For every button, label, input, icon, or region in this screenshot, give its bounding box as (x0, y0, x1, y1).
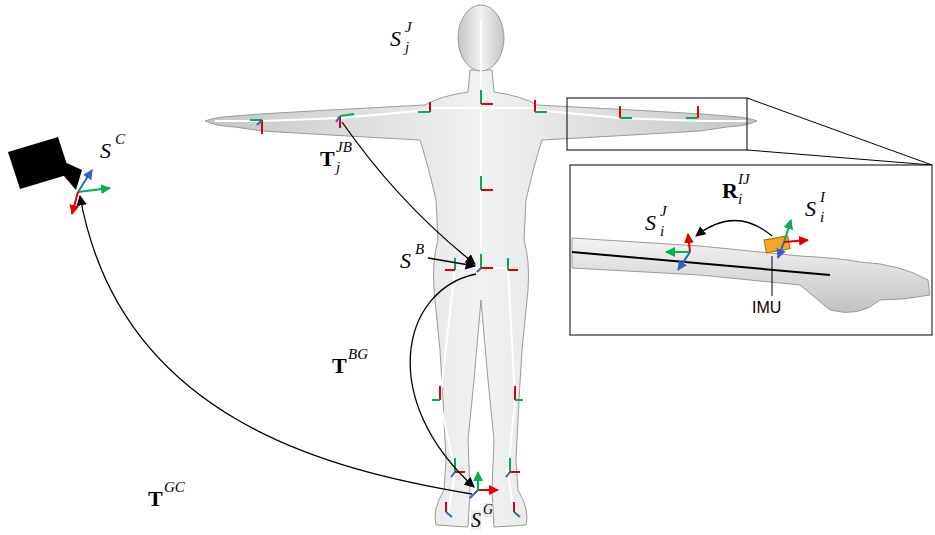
script-index: G (483, 503, 493, 517)
bold-symbol: T (332, 355, 347, 377)
frame-symbol: S (400, 250, 411, 272)
component-label: IMU (752, 300, 781, 316)
frame-symbol: S (100, 140, 111, 162)
script-index: C (115, 132, 125, 147)
script-index: GC (164, 480, 185, 495)
frame-symbol: S (471, 510, 481, 530)
script-index: J (660, 204, 667, 219)
camera-icon (8, 137, 82, 190)
script-index: j (336, 160, 340, 175)
script-index: i (738, 192, 742, 207)
script-index: B (415, 242, 424, 257)
script-index: i (820, 210, 824, 225)
script-index: J (405, 20, 412, 35)
bold-symbol: R (722, 180, 738, 202)
script-index: BG (348, 347, 368, 362)
script-index: JB (336, 140, 352, 155)
script-index: IJ (738, 172, 750, 187)
frame-symbol: S (390, 28, 401, 50)
frame-symbol: S (805, 198, 816, 220)
frame-symbol: S (645, 212, 656, 234)
script-index: j (405, 40, 409, 55)
bold-symbol: T (320, 148, 335, 170)
script-index: i (660, 224, 664, 239)
script-index: I (820, 190, 825, 205)
bold-symbol: T (148, 488, 163, 510)
